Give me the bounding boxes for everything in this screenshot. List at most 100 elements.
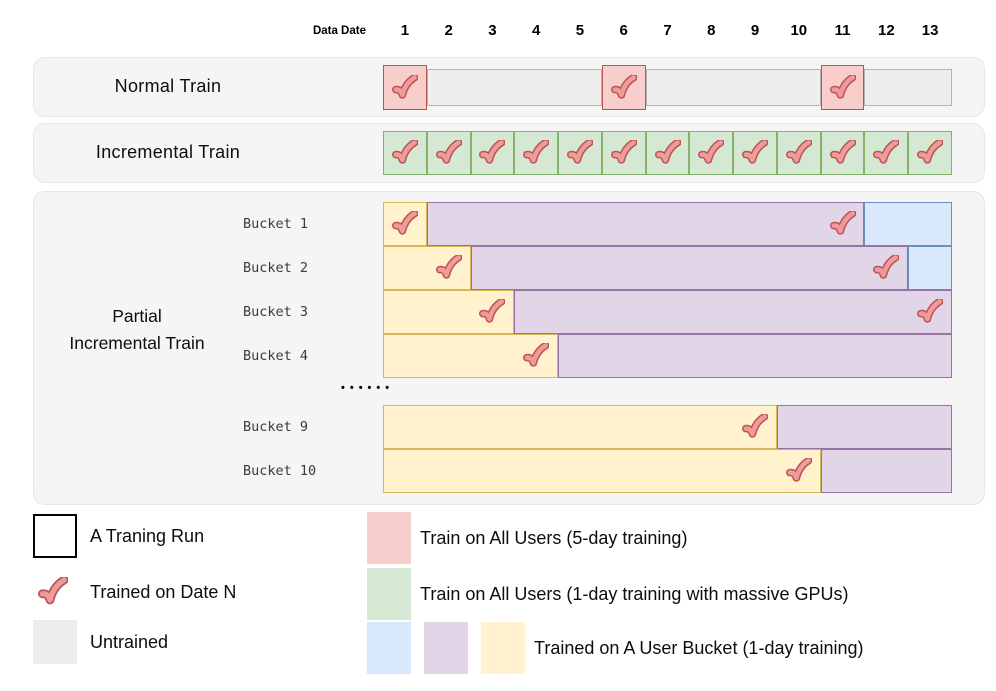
check-icon	[829, 73, 856, 99]
check-icon	[391, 209, 419, 235]
date-header-3: 3	[488, 22, 497, 39]
trained-check	[479, 297, 506, 325]
partial-label-line2: Incremental Train	[69, 333, 205, 353]
check-icon	[391, 138, 419, 164]
bucket-label: Bucket 10	[243, 463, 317, 479]
check-icon	[566, 138, 594, 164]
check-icon	[785, 138, 813, 164]
bucket-6-segment-yellow	[383, 449, 821, 493]
ellipsis-dots: ••••••	[341, 382, 395, 394]
incremental-train-segment-green	[689, 131, 734, 175]
legend-training-run-box	[33, 514, 77, 558]
bucket-4-segment-purple	[558, 334, 952, 378]
date-header-11: 11	[834, 22, 851, 39]
check-icon	[479, 297, 506, 323]
date-header-7: 7	[663, 22, 672, 39]
legend-purple-swatch	[424, 622, 468, 674]
bucket-2-segment-purple	[470, 246, 909, 290]
bucket-5-segment-yellow	[383, 405, 777, 449]
legend-label: Train on All Users (1-day training with …	[420, 584, 849, 604]
check-icon	[523, 341, 550, 367]
legend-red-swatch	[367, 512, 411, 564]
bucket-5-segment-purple	[776, 405, 952, 449]
trained-check	[698, 138, 725, 166]
trained-check	[435, 138, 463, 166]
date-header-5: 5	[575, 22, 585, 39]
trained-check	[785, 138, 813, 166]
check-icon	[38, 575, 69, 605]
legend-check	[38, 575, 69, 607]
trained-check	[742, 138, 769, 166]
trained-check	[829, 73, 856, 101]
check-icon	[435, 138, 463, 164]
check-icon	[654, 138, 681, 164]
trained-check	[654, 138, 681, 166]
trained-check	[873, 138, 900, 166]
bucket-label: Bucket 3	[243, 304, 309, 320]
trained-check	[391, 138, 419, 166]
trained-check	[610, 73, 638, 101]
trained-check	[742, 412, 769, 440]
trained-check	[523, 138, 550, 166]
check-icon	[917, 138, 944, 164]
check-icon	[610, 138, 638, 164]
trained-check	[917, 138, 944, 166]
check-icon	[742, 138, 769, 164]
bucket-label: Bucket 9	[243, 419, 309, 435]
legend-label: Trained on Date N	[90, 582, 237, 602]
trained-check	[829, 138, 856, 166]
date-header-4: 4	[532, 22, 541, 39]
trained-check	[610, 138, 638, 166]
date-header-13: 13	[921, 22, 939, 39]
legend-label: Train on All Users (5-day training)	[420, 528, 688, 548]
date-header-12: 12	[877, 22, 895, 39]
check-icon	[917, 297, 944, 323]
legend-label: A Traning Run	[90, 526, 205, 546]
trained-check	[523, 341, 550, 369]
normal-train-label: Normal Train	[114, 76, 222, 96]
check-icon	[610, 73, 638, 99]
trained-check	[566, 138, 594, 166]
legend-blue-swatch	[367, 622, 411, 674]
legend-untrained-swatch	[33, 620, 77, 664]
bucket-label: Bucket 4	[243, 348, 309, 364]
data-date-label: Data Date	[312, 25, 366, 37]
check-icon	[479, 138, 506, 164]
incremental-train-label: Incremental Train	[95, 142, 241, 162]
check-icon	[873, 138, 900, 164]
bucket-1-segment-blue	[864, 202, 952, 246]
check-icon	[785, 456, 813, 482]
date-header-8: 8	[707, 22, 716, 39]
normal-train-segment-gray	[864, 69, 952, 106]
legend-yellow-swatch	[481, 622, 525, 674]
bucket-label: Bucket 1	[243, 216, 309, 232]
bucket-2-segment-yellow	[383, 246, 471, 290]
legend-green-swatch	[367, 568, 411, 620]
trained-check	[391, 73, 419, 101]
legend-label: Trained on A User Bucket (1-day training…	[534, 638, 864, 658]
check-icon	[829, 209, 856, 235]
bucket-1-segment-purple	[426, 202, 865, 246]
trained-check	[829, 209, 856, 237]
normal-train-segment-gray	[426, 69, 602, 106]
trained-check	[435, 253, 463, 281]
trained-check	[785, 456, 813, 484]
check-icon	[829, 138, 856, 164]
partial-incremental-train-label: Partial Incremental Train	[27, 303, 247, 357]
incremental-train-segment-green	[733, 131, 777, 175]
trained-check	[873, 253, 900, 281]
check-icon	[523, 138, 550, 164]
date-header-6: 6	[619, 22, 628, 39]
check-icon	[873, 253, 900, 279]
date-header-9: 9	[750, 22, 760, 39]
bucket-label: Bucket 2	[243, 260, 309, 276]
legend-label: Untrained	[90, 632, 169, 652]
normal-train-segment-gray	[645, 69, 821, 106]
trained-check	[391, 209, 419, 237]
date-header-2: 2	[444, 22, 453, 39]
check-icon	[435, 253, 463, 279]
partial-label-line1: Partial	[112, 306, 162, 326]
check-icon	[742, 412, 769, 438]
bucket-6-segment-purple	[820, 449, 952, 493]
